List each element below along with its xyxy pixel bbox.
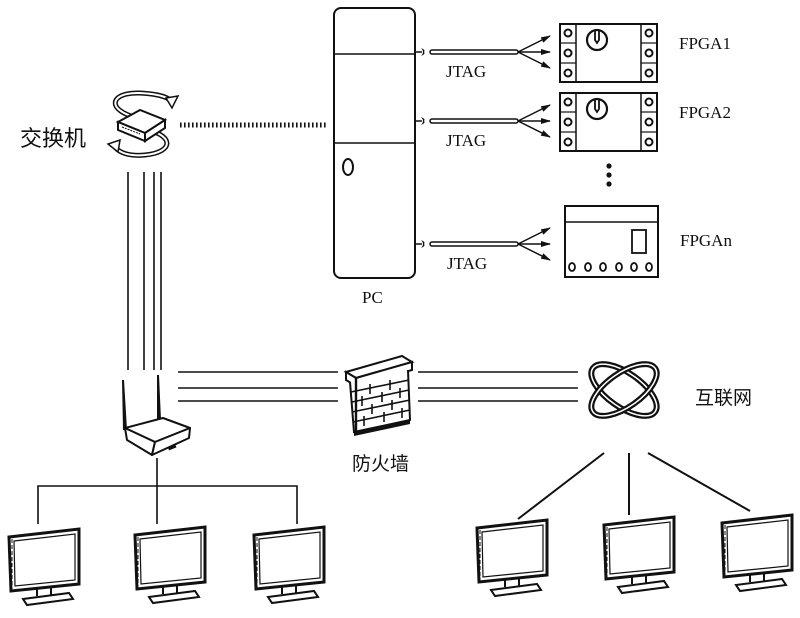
jtag-label-2: JTAG (446, 131, 487, 150)
wireless-router-icon (122, 375, 191, 456)
fpga-board-icon (558, 91, 659, 153)
local-client-monitor-3 (252, 525, 326, 605)
fpga2-label: FPGA2 (679, 103, 731, 122)
remote-client-monitor-3 (720, 513, 794, 593)
ellipsis-icon (606, 163, 612, 187)
switch-label: 交换机 (20, 127, 87, 152)
fpgan-label: FPGAn (680, 231, 732, 250)
pc-label: PC (362, 288, 383, 307)
network-switch-icon (106, 90, 180, 158)
jtag-label-n: JTAG (447, 254, 488, 273)
fpga-board-icon (564, 205, 659, 278)
local-client-monitor-2 (133, 525, 207, 605)
jtag-label-1: JTAG (446, 62, 487, 81)
router-firewall-link (178, 371, 338, 402)
switch-router-link (127, 172, 162, 370)
local-client-monitor-1 (7, 527, 81, 607)
internet-globe-icon (588, 361, 660, 419)
fpga-board-icon (558, 22, 659, 84)
firewall-internet-link (418, 371, 578, 402)
remote-client-monitor-2 (602, 515, 676, 595)
brick-firewall-icon (343, 354, 415, 436)
fpga1-label: FPGA1 (679, 34, 731, 53)
remote-client-links (517, 452, 751, 520)
local-client-links (37, 458, 298, 524)
internet-label: 互联网 (695, 387, 753, 409)
remote-client-monitor-1 (475, 518, 549, 598)
firewall-label: 防火墙 (352, 453, 410, 475)
pc-tower-icon (333, 7, 416, 279)
